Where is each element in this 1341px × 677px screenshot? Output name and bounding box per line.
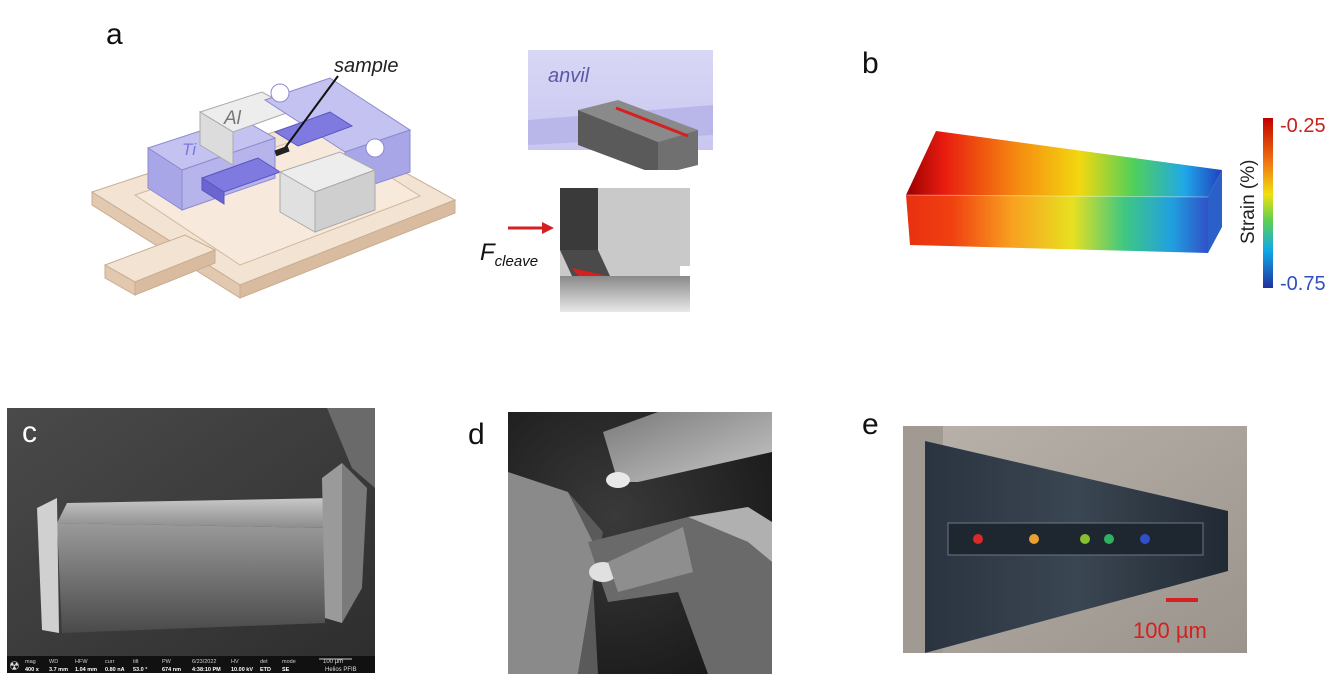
sem-info-value: SE [282,667,290,673]
sem-scale-text: 100 µm [323,659,343,665]
sem-info-header: curr [105,659,115,665]
sem-info-value: 400 x [25,667,40,673]
sem-specimen-front [57,523,327,633]
marker-lime [1080,534,1090,544]
marker-green [1104,534,1114,544]
anvil-illustration: anvil [528,50,713,170]
al-label: Al [223,108,242,129]
cleave-illustration: Fcleave [480,188,692,312]
sem-info-header: HFW [75,659,88,665]
force-label: Fcleave [480,239,538,270]
sem-info-values: 400 x 3.7 mm 1.04 mm 0.80 nA 53.0 ° 674 nm 4:3… [25,667,290,673]
sem-info-header: mode [282,659,296,665]
sem-info-value: 10.00 kV [231,667,253,673]
sem-info-value: ETD [260,667,271,673]
colorbar-title: Strain (%) [1238,160,1259,244]
probe-tip [603,412,772,482]
marker-blue [1140,534,1150,544]
strain-map [905,131,1222,253]
sem-info-header: PW [162,659,172,665]
colorbar-max: -0.25 [1280,115,1326,137]
sem-info-header: det [260,659,268,665]
sem-info-header: HV [231,659,239,665]
sem-info-header: tilt [133,659,139,665]
sample-label: sample [334,60,398,77]
sem-info-value: 3.7 mm [49,667,68,673]
sem-instrument: Helios PFIB [325,667,357,673]
scale-bar-label: 100 µm [1133,618,1207,643]
marker-orange [1029,534,1039,544]
ti-label: Ti [182,140,197,159]
colorbar: -0.25 -0.75 Strain (%) [1238,115,1326,292]
sem-info-bar [7,656,375,673]
optical-photo [508,412,772,674]
sem-info-value: 1.04 mm [75,667,97,673]
sem-image: ☢ mag WD HFW curr tilt PW 6/23/2022 HV det mode 4… [7,408,375,673]
strain-cell-illustration: sample Al Ti [90,60,457,299]
anvil-label: anvil [548,65,590,87]
al-block-front [278,151,377,233]
specimen-trench [947,522,1204,556]
marker-red [973,534,983,544]
sem-specimen-top [57,498,332,528]
wedge-top [578,100,698,142]
sem-info-value: 0.80 nA [105,667,125,673]
colorbar-min: -0.75 [1280,273,1326,292]
strain-front-face [906,195,1208,253]
panel-label-d: d [468,418,485,451]
scale-bar [1166,598,1198,602]
strain-top-face [906,131,1222,197]
sem-info-value: 4:38:10 PM [192,667,221,673]
panel-label-e: e [862,408,879,441]
sem-info-header: WD [49,659,58,665]
sem-info-value: 53.0 ° [133,667,147,673]
panel-label-c: c [22,416,37,449]
panel-label-a: a [106,18,123,51]
sem-info-header: 6/23/2022 [192,659,216,665]
svg-text:☢: ☢ [9,659,20,673]
microscope-image: 100 µm [903,426,1247,653]
panel-label-b: b [862,47,879,80]
sem-info-value: 674 nm [162,667,181,673]
sem-info-header: mag [25,659,36,665]
sample-pointer [281,75,339,153]
sem-info-headers: mag WD HFW curr tilt PW 6/23/2022 HV det mode [25,659,296,665]
